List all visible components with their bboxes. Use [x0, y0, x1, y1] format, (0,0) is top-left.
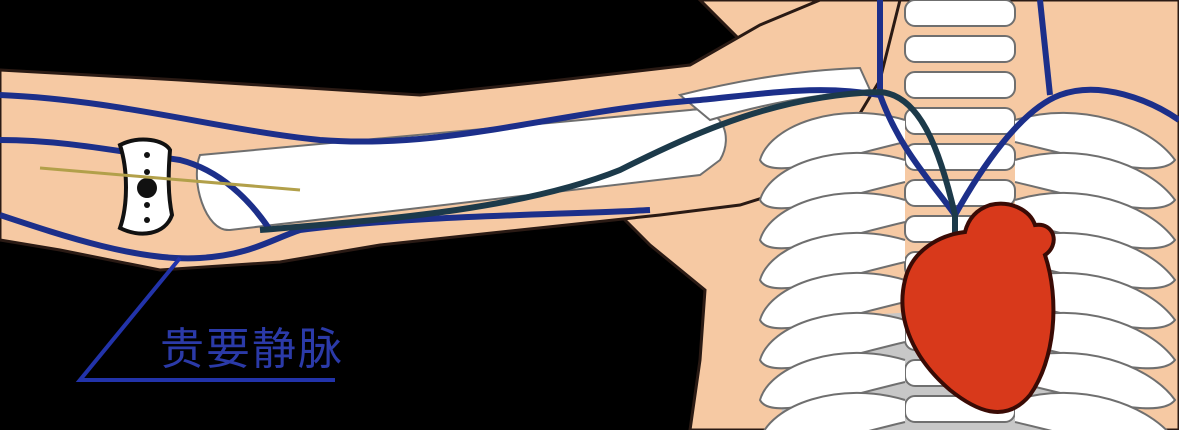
- basilic-vein-label: 贵要静脉: [160, 313, 344, 377]
- vertebra: [905, 72, 1015, 98]
- vertebra: [905, 0, 1015, 26]
- vertebra: [905, 36, 1015, 62]
